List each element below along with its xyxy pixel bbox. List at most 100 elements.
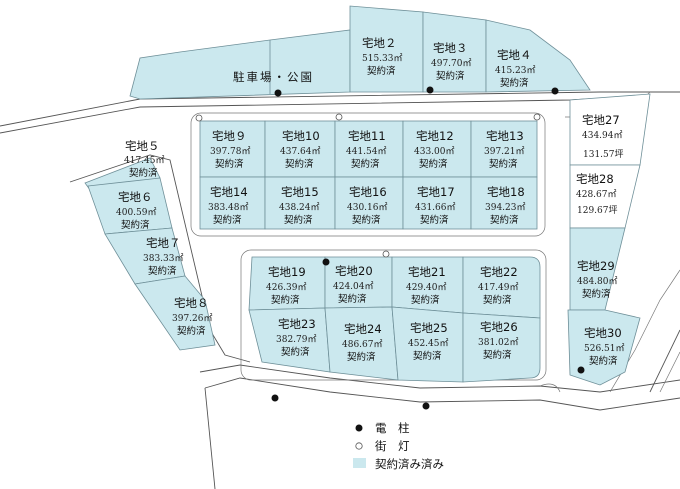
legend-contracted-label: 契約済み済み xyxy=(375,457,444,471)
lot-18[interactable]: 宅地18 394.23㎡ 契約済 xyxy=(470,176,538,230)
lot-19-name: 宅地19 xyxy=(268,265,306,279)
lot-26-status: 契約済 xyxy=(483,349,512,361)
lot-8-area: 397.26㎡ xyxy=(172,313,213,324)
lot-12-status: 契約済 xyxy=(419,158,448,170)
utility-pole-icon xyxy=(577,366,585,374)
lot-6-area: 400.59㎡ xyxy=(116,207,157,218)
lot-20-area: 424.04㎡ xyxy=(333,281,374,292)
lot-3[interactable]: 宅地３ 497.70㎡ 契約済 xyxy=(422,11,487,93)
lot-22-area: 417.49㎡ xyxy=(478,282,519,293)
lot-11-name: 宅地11 xyxy=(348,129,386,143)
lot-22[interactable]: 宅地22 417.49㎡ 契約済 xyxy=(462,256,541,319)
utility-pole-icon xyxy=(271,394,279,402)
lot-7-name: 宅地７ xyxy=(146,236,181,250)
lot-9[interactable]: 宅地９ 397.78㎡ 契約済 xyxy=(199,120,266,178)
lot-19[interactable]: 宅地19 426.39㎡ 契約済 xyxy=(248,256,326,311)
lot-25[interactable]: 宅地25 452.45㎡ 契約済 xyxy=(391,306,464,383)
park-label: 駐車場・公園 xyxy=(233,70,314,84)
lot-26[interactable]: 宅地26 381.02㎡ 契約済 xyxy=(462,312,541,383)
lot-24-name: 宅地24 xyxy=(344,322,382,336)
lot-6[interactable]: 宅地６ 400.59㎡ 契約済 xyxy=(87,177,173,235)
lot-9-name: 宅地９ xyxy=(212,129,247,143)
street-lamp-icon xyxy=(382,250,390,258)
lot-8-status: 契約済 xyxy=(177,325,206,337)
lot-24[interactable]: 宅地24 486.67㎡ 契約済 xyxy=(324,306,399,381)
legend-lamp-icon xyxy=(355,442,363,450)
lot-17[interactable]: 宅地17 431.66㎡ 契約済 xyxy=(402,176,472,230)
lot-12[interactable]: 宅地12 433.00㎡ 契約済 xyxy=(402,120,472,178)
lot-19-area: 426.39㎡ xyxy=(266,282,307,293)
lot-4-status: 契約済 xyxy=(500,77,529,89)
lot-30-status: 契約済 xyxy=(589,355,618,367)
lot-29[interactable]: 宅地29 484.80㎡ 契約済 xyxy=(569,227,626,311)
legend-pole-icon xyxy=(355,424,363,432)
lot-2-area: 515.33㎡ xyxy=(362,53,403,64)
lot-6-status: 契約済 xyxy=(121,219,150,231)
lot-10-area: 437.64㎡ xyxy=(280,146,321,157)
lot-4[interactable]: 宅地４ 415.23㎡ 契約済 xyxy=(485,19,591,93)
utility-pole-icon xyxy=(322,258,330,266)
lot-3-area: 497.70㎡ xyxy=(431,58,472,69)
lot-13-area: 397.21㎡ xyxy=(484,146,525,157)
utility-poles xyxy=(271,86,585,410)
lot-7-area: 383.33㎡ xyxy=(143,253,184,264)
lot-27[interactable]: 宅地27 434.94㎡ 131.57坪 xyxy=(569,93,651,166)
legend: 電 柱 街 灯 契約済み済み xyxy=(353,421,444,471)
lot-2[interactable]: 宅地２ 515.33㎡ 契約済 xyxy=(349,5,424,93)
parking-park-area xyxy=(129,29,351,100)
lot-22-name: 宅地22 xyxy=(480,265,518,279)
lot-13[interactable]: 宅地13 397.21㎡ 契約済 xyxy=(470,120,538,178)
lot-28[interactable]: 宅地28 428.67㎡ 129.67坪 xyxy=(569,164,641,229)
lot-17-status: 契約済 xyxy=(420,214,449,226)
legend-contracted-swatch xyxy=(353,458,366,468)
lot-5-name: 宅地５ xyxy=(125,139,160,153)
lot-27-name: 宅地27 xyxy=(582,113,620,127)
lot-24-status: 契約済 xyxy=(347,351,376,363)
lot-10[interactable]: 宅地10 437.64㎡ 契約済 xyxy=(264,120,336,178)
lot-23-name: 宅地23 xyxy=(278,317,316,331)
lot-8[interactable]: 宅地８ 397.26㎡ 契約済 xyxy=(134,275,216,351)
lot-14[interactable]: 宅地14 383.48㎡ 契約済 xyxy=(199,176,266,230)
lot-13-status: 契約済 xyxy=(489,158,518,170)
lot-21[interactable]: 宅地21 429.40㎡ 契約済 xyxy=(391,256,464,314)
lot-16[interactable]: 宅地16 430.16㎡ 契約済 xyxy=(334,176,404,230)
lot-30[interactable]: 宅地30 526.51㎡ 契約済 xyxy=(567,309,641,386)
lot-29-name: 宅地29 xyxy=(577,259,615,273)
lot-23-area: 382.79㎡ xyxy=(276,334,317,345)
lot-15-status: 契約済 xyxy=(284,214,313,226)
lot-26-area: 381.02㎡ xyxy=(478,337,519,348)
lot-24-area: 486.67㎡ xyxy=(342,339,383,350)
lot-21-status: 契約済 xyxy=(411,294,440,306)
legend-pole-label: 電 柱 xyxy=(375,421,410,435)
lot-25-area: 452.45㎡ xyxy=(408,338,449,349)
lot-12-area: 433.00㎡ xyxy=(414,146,455,157)
lot-22-status: 契約済 xyxy=(483,294,512,306)
lot-16-name: 宅地16 xyxy=(349,185,387,199)
lot-7[interactable]: 宅地７ 383.33㎡ 契約済 xyxy=(104,227,186,285)
road-outlines xyxy=(0,91,680,489)
lot-14-name: 宅地14 xyxy=(210,185,248,199)
lot-27-tsubo: 131.57坪 xyxy=(583,149,624,160)
lot-23[interactable]: 宅地23 382.79㎡ 契約済 xyxy=(248,307,331,373)
lot-15-area: 438.24㎡ xyxy=(279,202,320,213)
street-lamp-icon xyxy=(335,113,343,121)
lot-11[interactable]: 宅地11 441.54㎡ 契約済 xyxy=(334,120,404,178)
lot-4-name: 宅地４ xyxy=(497,48,532,62)
legend-lamp-label: 街 灯 xyxy=(375,439,410,453)
utility-pole-icon xyxy=(274,89,282,97)
lot-16-area: 430.16㎡ xyxy=(347,202,388,213)
lot-14-area: 383.48㎡ xyxy=(208,202,249,213)
lot-10-name: 宅地10 xyxy=(282,129,320,143)
lot-12-name: 宅地12 xyxy=(416,129,454,143)
lot-7-status: 契約済 xyxy=(148,265,177,277)
lot-20[interactable]: 宅地20 424.04㎡ 契約済 xyxy=(324,256,393,309)
lot-27-area: 434.94㎡ xyxy=(582,130,623,141)
lot-28-name: 宅地28 xyxy=(576,172,614,186)
lot-2-name: 宅地２ xyxy=(362,36,397,50)
lot-5-area: 417.45㎡ xyxy=(124,155,165,166)
street-lamp-icon xyxy=(533,113,541,121)
street-lamp-icon xyxy=(195,114,203,122)
lot-29-area: 484.80㎡ xyxy=(577,276,618,287)
lot-15[interactable]: 宅地15 438.24㎡ 契約済 xyxy=(264,176,336,230)
lot-15-name: 宅地15 xyxy=(281,185,319,199)
